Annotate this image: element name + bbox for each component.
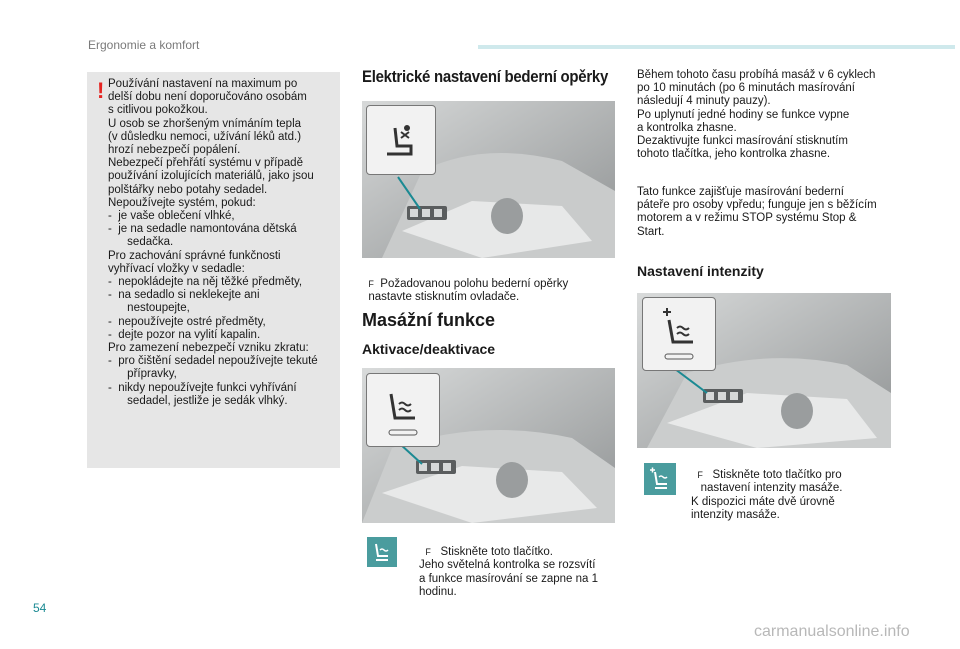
lumbar-seat-photo bbox=[362, 101, 615, 258]
massage-intensity-icon bbox=[663, 308, 694, 360]
intensity-instruction: F Stiskněte toto tlačítko pro nastavení … bbox=[691, 469, 843, 521]
bullet-marker: F bbox=[425, 547, 431, 558]
bullet-marker: F bbox=[697, 470, 703, 481]
activation-heading: Aktivace/deaktivace bbox=[362, 341, 496, 357]
massage-cycle-details: Během tohoto času probíhá masáž v 6 cykl… bbox=[637, 69, 876, 161]
massage-seat-icon bbox=[388, 393, 418, 436]
massage-button-tile bbox=[367, 537, 397, 567]
warning-text: Používání nastavení na maximum po delší … bbox=[108, 78, 318, 407]
exclamation-icon: ! bbox=[97, 78, 105, 103]
intensity-button-tile bbox=[644, 463, 676, 495]
intensity-heading: Nastavení intenzity bbox=[637, 263, 764, 279]
bullet-marker: F bbox=[368, 279, 374, 290]
massage-intensity-icon bbox=[650, 467, 668, 489]
page-number: 54 bbox=[33, 601, 47, 615]
warning-box: ! Používání nastavení na maximum po delš… bbox=[87, 72, 340, 468]
watermark: carmanualsonline.info bbox=[754, 623, 910, 640]
section-header: Ergonomie a komfort bbox=[88, 38, 200, 52]
lumbar-button-callout bbox=[366, 105, 436, 175]
lumbar-heading: Elektrické nastavení bederní opěrky bbox=[362, 67, 609, 86]
massage-heading: Masážní funkce bbox=[362, 310, 496, 330]
lumbar-adjust-icon bbox=[387, 125, 413, 156]
massage-instruction: F Stiskněte toto tlačítko. Jeho světelná… bbox=[419, 546, 598, 598]
massage-stop-start-note: Tato funkce zajišťuje masírování bederní… bbox=[637, 186, 877, 238]
massage-seat-icon bbox=[375, 543, 389, 561]
header-accent-bar bbox=[478, 45, 955, 49]
intensity-button-callout bbox=[642, 297, 716, 371]
lumbar-instruction: F Požadovanou polohu bederní opěrky nast… bbox=[368, 278, 569, 304]
massage-button-callout bbox=[366, 373, 440, 447]
